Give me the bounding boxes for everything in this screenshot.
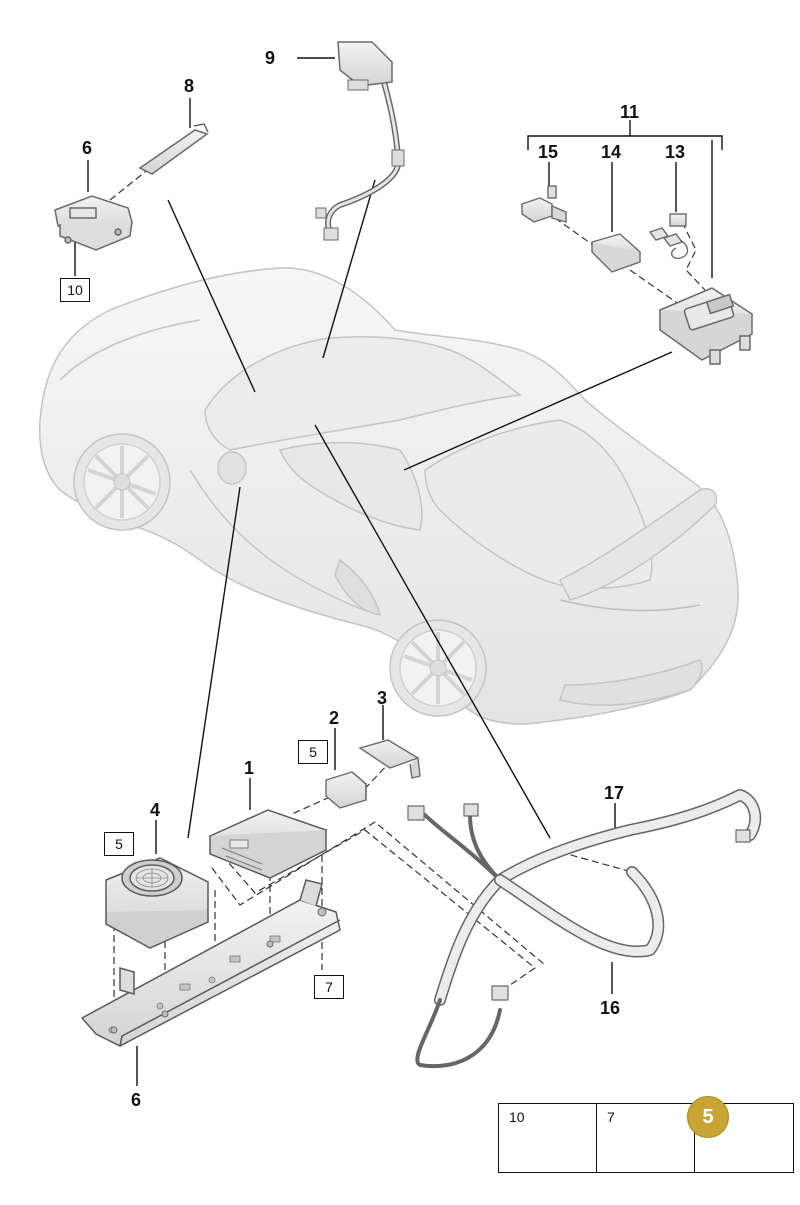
legend-label-clip: 10 [509,1109,525,1125]
callout-6-text-rendered: 6 [131,1090,142,1110]
part-15-connector [521,185,567,223]
callout-17: 17 [604,783,625,803]
front-wheel [73,433,171,531]
boxed-ref-10: 10 [60,278,90,302]
leader-lines [74,57,723,1086]
part-1-control-module [208,809,328,879]
part-8-antenna-strip [138,123,209,175]
part-11-antenna-cable [315,41,405,241]
part-12-control-unit [658,287,754,365]
legend-label-bolt: 7 [607,1109,615,1125]
callout-8: 8 [184,76,195,96]
legend-cell-clip: 10 [499,1104,597,1172]
part-16-wiring-harness [415,866,665,1069]
part-13-clips [648,213,689,260]
legend-highlight-badge: 5 [687,1096,729,1138]
part-9-bracket [54,195,133,251]
rear-wheel [389,619,487,717]
callout-3: 3 [377,688,388,708]
part-3-plate [358,739,421,779]
boxed-ref-7: 7 [314,975,344,999]
callout-2: 2 [329,708,340,728]
callout-11: 9 [265,48,276,68]
part-2-connector [325,771,367,809]
callout-14: 14 [601,142,622,162]
callout-6-label: 686666 [131,1090,141,1110]
callout-1: 1 [244,758,255,778]
fasteners [110,907,327,1034]
legend-cell-nut [695,1104,793,1172]
part-14-switch [590,233,642,273]
part-4-speaker [105,857,209,949]
boxed-ref-5-lower: 5 [104,832,134,856]
fastener-legend: 10 7 5 [498,1096,794,1173]
callout-15: 15 [538,142,559,162]
legend-cell-bolt: 7 5 [597,1096,729,1172]
callout-16: 16 [600,998,621,1018]
boxed-ref-5-upper: 5 [298,740,328,764]
callout-9: 6 [82,138,93,158]
callout-12: 11 [620,102,640,122]
callout-4: 4 [150,800,161,820]
part-6-carrier-tray [80,879,341,1047]
callout-13: 13 [665,142,686,162]
car-illustration [38,267,739,725]
part-17-wiring-harness [407,789,762,1006]
